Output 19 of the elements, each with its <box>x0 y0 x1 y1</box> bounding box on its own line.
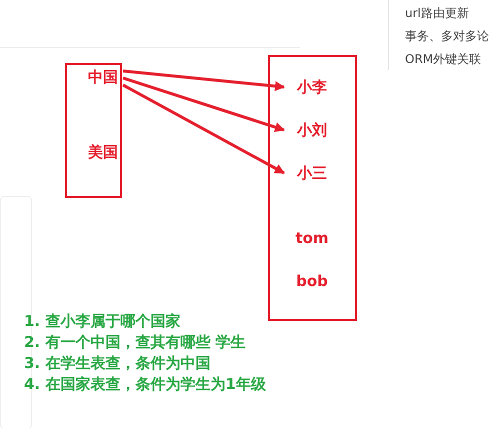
arrow <box>122 76 285 132</box>
node-label: 中国 <box>83 67 123 87</box>
note-text: 1. 查小李属于哪个国家 <box>24 311 180 331</box>
node-label: 小李 <box>284 77 340 97</box>
menu-link: url路由更新 <box>405 5 470 22</box>
note-text: 4. 在国家表查，条件为学生为1年级 <box>24 374 266 394</box>
node-label: bob <box>284 271 340 291</box>
node-label: 小三 <box>284 163 340 183</box>
node-label: 美国 <box>83 142 123 162</box>
note-text: 2. 有一个中国，查其有哪些 学生 <box>24 332 246 352</box>
arrow <box>122 70 285 92</box>
group-box <box>268 55 357 321</box>
menu-link: 事务、多对多论 <box>405 28 490 45</box>
node-label: tom <box>284 228 340 248</box>
arrow <box>122 84 285 174</box>
node-label: 小刘 <box>284 120 340 140</box>
group-box <box>65 63 122 198</box>
menu-link: ORM外键关联 <box>405 51 482 68</box>
note-text: 3. 在学生表查，条件为中国 <box>24 353 210 373</box>
